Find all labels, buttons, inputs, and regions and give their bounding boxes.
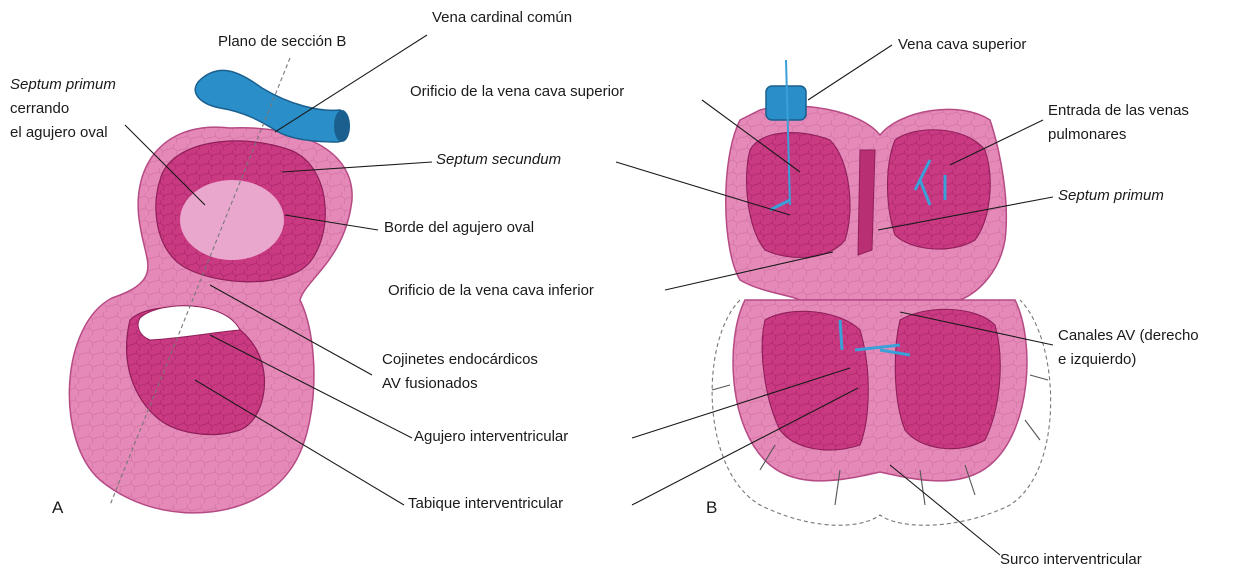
label-septum-primum-closing-1: Septum primum: [10, 76, 116, 94]
label-septum-secundum: Septum secundum: [436, 151, 561, 169]
panel-b-drawing: [712, 60, 1051, 525]
label-septum-primum-closing-2: cerrando: [10, 100, 69, 118]
label-septum-primum-closing-3: el agujero oval: [10, 124, 108, 142]
label-venas-pulmonares-1: Entrada de las venas: [1048, 102, 1189, 120]
label-cojinetes-1: Cojinetes endocárdicos: [382, 351, 538, 369]
label-vena-cava-superior: Vena cava superior: [898, 36, 1026, 54]
panel-b-right-atrium: [746, 133, 850, 258]
panel-a-letter: A: [52, 498, 63, 518]
label-canales-av-1: Canales AV (derecho: [1058, 327, 1199, 345]
panel-b-letter: B: [706, 498, 717, 518]
label-borde-agujero-oval: Borde del agujero oval: [384, 219, 534, 237]
label-tabique-interventricular: Tabique interventricular: [408, 495, 563, 513]
label-cojinetes-2: AV fusionados: [382, 375, 478, 393]
label-agujero-interventricular: Agujero interventricular: [414, 428, 568, 446]
label-surco-interventricular: Surco interventricular: [1000, 551, 1142, 569]
label-orificio-vci: Orificio de la vena cava inferior: [388, 282, 594, 300]
label-venas-pulmonares-2: pulmonares: [1048, 126, 1126, 144]
label-plano-seccion: Plano de sección B: [218, 33, 346, 51]
panel-a-oval-foramen: [180, 180, 284, 260]
label-septum-primum-b: Septum primum: [1058, 187, 1164, 205]
panel-b-septa: [858, 150, 875, 255]
panel-b-left-atrium: [888, 130, 991, 249]
label-orificio-vcs: Orificio de la vena cava superior: [410, 83, 624, 101]
label-canales-av-2: e izquierdo): [1058, 351, 1136, 369]
panel-a-cardinal-vein-end: [334, 110, 350, 142]
label-vena-cardinal: Vena cardinal común: [432, 9, 572, 27]
